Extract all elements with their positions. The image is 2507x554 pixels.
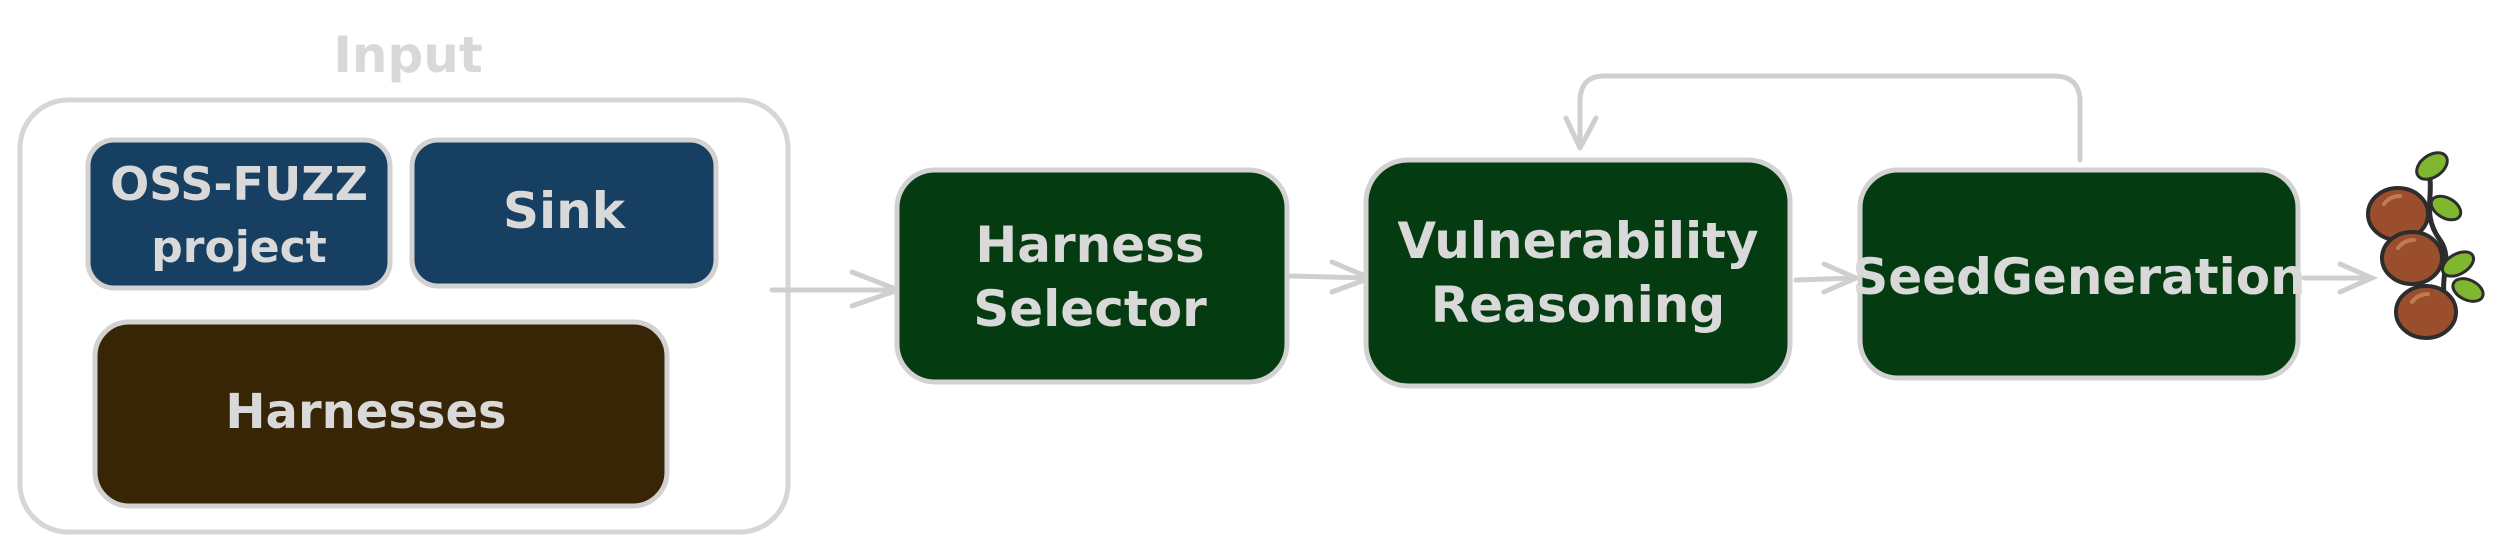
arrow-selector-to-reasoning [1287,259,1377,295]
arrow-input-to-selector [769,269,906,309]
feedback-arrow-seedgen-to-reasoning [1563,73,2083,163]
input-group-frame [17,97,791,535]
arrow-seedgen-to-output [2301,261,2379,295]
harness-selector-label-line2: Selector [973,280,1207,338]
harness-selector-box: Harness Selector [894,167,1290,385]
harness-selector-label-line1: Harness [975,216,1204,274]
seeds-icon [2366,151,2485,340]
vulnerability-reasoning-box-bg [1363,157,1793,389]
sink-box-bg [409,137,719,289]
vulnerability-reasoning-label-line1: Vulnerability [1397,212,1758,270]
vulnerability-reasoning-box: Vulnerability Reasoning [1363,157,1793,389]
seed-generation-box-bg [1857,167,2301,381]
sink-box: Sink [409,137,719,289]
oss-fuzz-project-box: OSS-FUZZ project [85,137,393,291]
input-group: Input OSS-FUZZ project Sink Harnesses [17,26,791,535]
harnesses-label: Harnesses [225,384,506,440]
seed-generation-label: SeedGeneration [1852,248,2305,306]
harness-selector-box-bg [894,167,1290,385]
oss-fuzz-label-line1: OSS-FUZZ [110,157,368,211]
harnesses-box: Harnesses [92,319,670,509]
sink-label: Sink [503,182,627,240]
vulnerability-reasoning-label-line2: Reasoning [1431,276,1725,334]
oss-fuzz-project-box-bg [85,137,393,291]
harnesses-box-bg [92,319,670,509]
arrow-reasoning-to-seedgen [1793,261,1863,295]
oss-fuzz-label-line2: project [151,222,326,273]
seed-generation-box: SeedGeneration [1852,167,2306,381]
input-group-title: Input [333,26,483,84]
